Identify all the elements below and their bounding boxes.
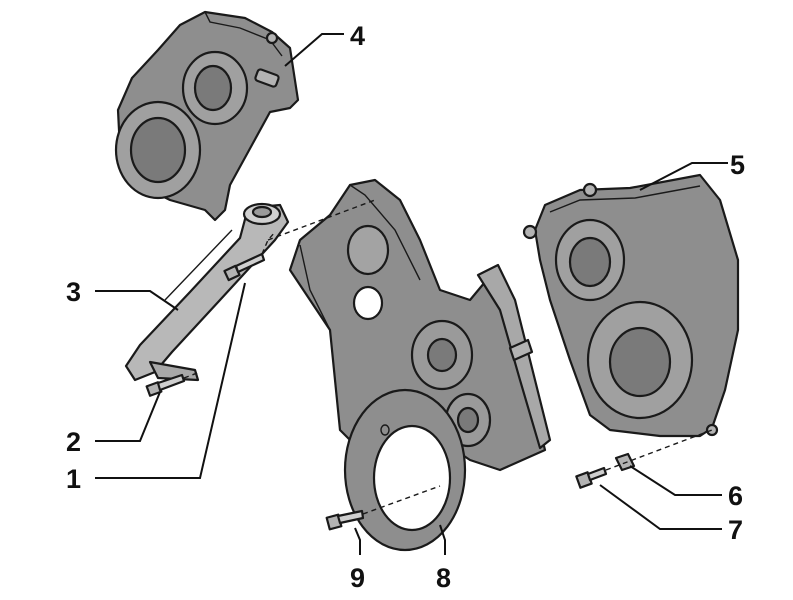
assembly-line-1 — [267, 199, 376, 241]
part-bolt-1 — [223, 231, 276, 282]
part-bolt-9 — [325, 485, 441, 531]
part-lower-cover — [522, 173, 740, 438]
leader-8 — [439, 524, 446, 555]
callout-9: 9 — [350, 563, 365, 593]
part-coolant-pipe — [124, 202, 290, 382]
part-rear-cover — [288, 178, 552, 472]
part-nut-6 — [614, 452, 636, 472]
leader-5 — [639, 162, 728, 191]
callout-4: 4 — [350, 21, 365, 51]
leader-1 — [95, 282, 246, 479]
callout-3: 3 — [66, 277, 81, 307]
callout-6: 6 — [728, 481, 743, 511]
leader-3 — [95, 290, 179, 311]
callout-7: 7 — [728, 515, 743, 545]
leader-2 — [95, 391, 161, 442]
callout-8: 8 — [436, 563, 451, 593]
callout-1: 1 — [66, 464, 81, 494]
leader-4 — [284, 33, 344, 67]
part-upper-cover — [114, 10, 300, 222]
leader-9 — [354, 527, 361, 555]
leader-lines — [95, 33, 728, 555]
leader-7 — [599, 484, 722, 530]
callout-labels: 4 5 3 2 1 6 7 9 8 — [66, 21, 745, 593]
callout-2: 2 — [66, 427, 81, 457]
callout-5: 5 — [730, 150, 745, 180]
part-bolt-2 — [145, 371, 201, 397]
part-flange-ring — [343, 388, 467, 552]
part-bolt-7 — [575, 429, 713, 489]
leader-6 — [629, 465, 722, 496]
